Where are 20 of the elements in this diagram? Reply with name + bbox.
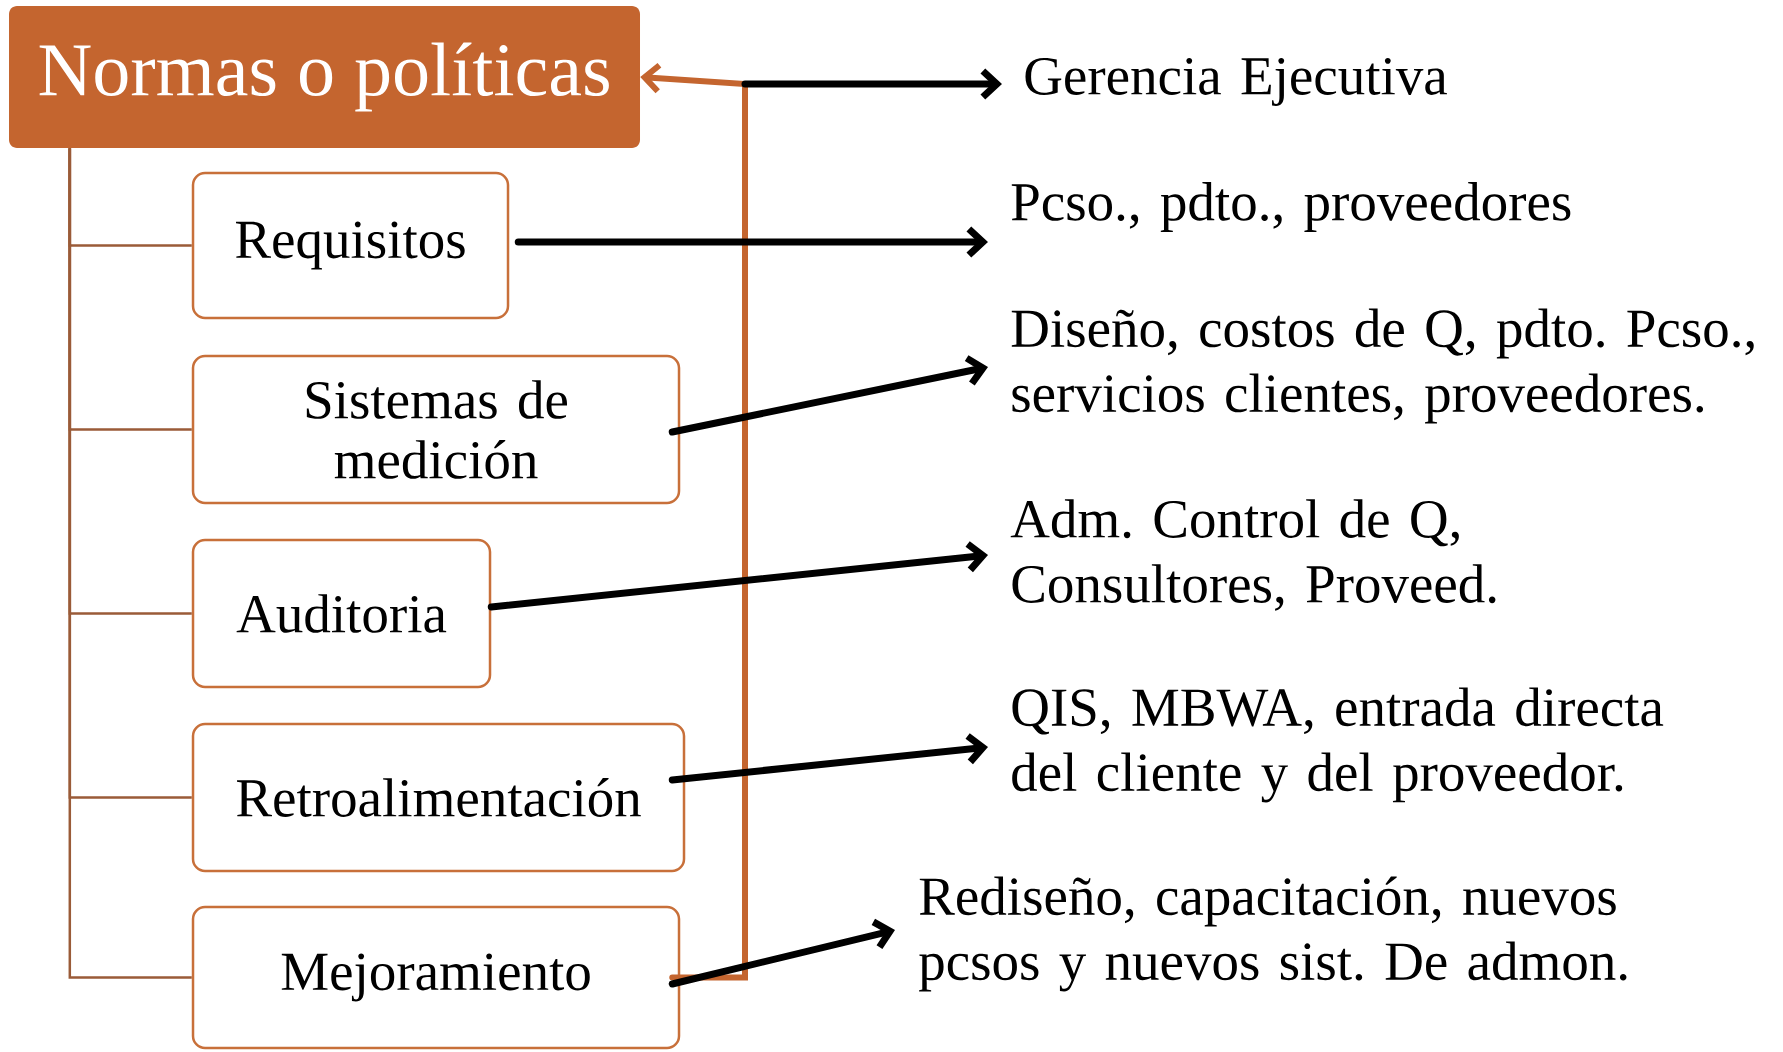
description-text: Pcso., pdto., proveedores (1011, 182, 1571, 232)
category-box: Requisitos (191, 171, 510, 320)
category-box: Retroalimentación (191, 722, 686, 873)
arrow (514, 226, 988, 258)
arrow (487, 541, 988, 611)
arrow (741, 68, 1002, 100)
category-box: Sistemas de medición (191, 354, 681, 505)
arrow (668, 733, 988, 784)
title-box: Normas o políticas (9, 6, 640, 148)
category-box: Mejoramiento (191, 905, 681, 1050)
bracket-arrow (640, 62, 748, 981)
category-box: Auditoria (191, 538, 492, 689)
description-text: Diseño, costos de Q, pdto. Pcso., servicios clientes, proveedores. (1011, 308, 1754, 424)
arrow (668, 918, 895, 988)
description-text: QIS, MBWA, entrada directa del cliente y del proveedor. (1012, 687, 1664, 803)
connector-line (68, 148, 192, 979)
description-text: Gerencia Ejecutiva (1025, 57, 1447, 107)
arrow (668, 355, 988, 436)
description-text: Adm. Control de Q, Consultores, Proveed. (1010, 499, 1496, 611)
description-text: Rediseño, capacitación, nuevos pcsos y nuevos sist. De admon. (919, 876, 1627, 992)
